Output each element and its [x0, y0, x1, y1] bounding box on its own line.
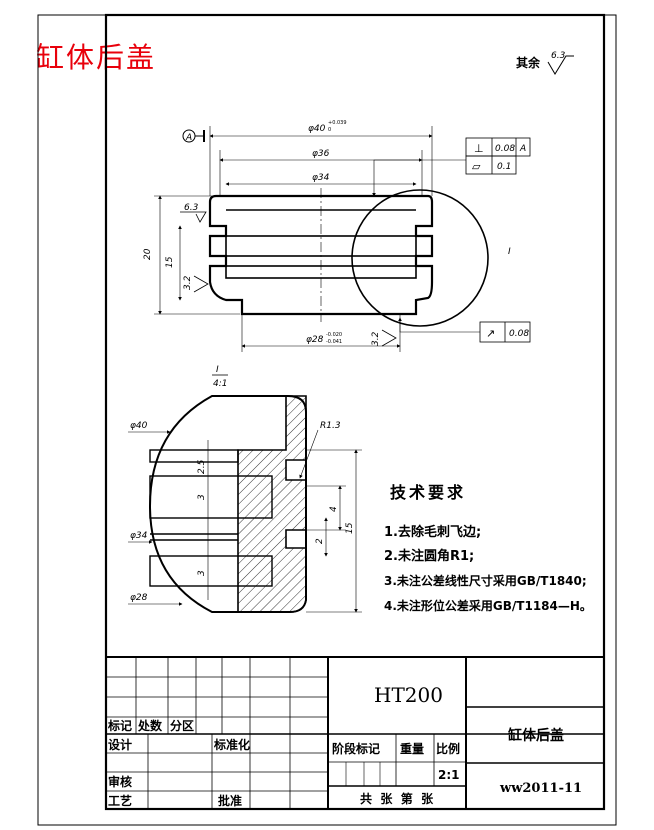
tol-frame-symbol: ↗ [486, 327, 495, 340]
detail-dim-d28: φ28 [130, 593, 148, 603]
detail-circle [351, 189, 489, 327]
rough-bottom-symbol [381, 329, 397, 347]
detail-dim-g25: 2.5 [197, 459, 207, 474]
dim-d28: φ28 [306, 335, 324, 345]
rough-top-value: 6.3 [184, 203, 199, 213]
detail-label: I [216, 365, 219, 375]
detail-scale: 4:1 [213, 379, 227, 389]
tolerance-frame-runout: ↗ 0.08 [479, 321, 531, 343]
tech-requirements: 技术要求 1.去除毛刺飞边; 2.未注圆角R1; 3.未注公差线性尺寸采用GB/… [384, 483, 592, 613]
detail-dim-g3b: 3 [197, 570, 207, 576]
tolerance-leader [372, 159, 466, 197]
detail-dim-h4: 4 [329, 506, 339, 512]
tol-frame-value: 0.1 [497, 162, 511, 172]
detail-dim-r13: R1.3 [320, 421, 341, 431]
tb-label-stage-mark: 阶段标记 [332, 741, 380, 756]
detail-dim-d34: φ34 [130, 531, 148, 541]
tb-drawing-no: ww2011-11 [499, 781, 582, 796]
section-outline [208, 194, 434, 316]
tolerance-frame-perpendicularity: ⊥ 0.08 A [465, 137, 531, 157]
tb-scale: 2:1 [438, 768, 460, 782]
datum-a-label: A [185, 133, 192, 143]
tech-requirement-item: 1.去除毛刺飞边; [384, 524, 481, 540]
tech-requirement-item: 2.未注圆角R1; [384, 548, 474, 564]
tech-requirements-heading: 技术要求 [390, 483, 466, 502]
dim-d28-tol-up: -0.020 [326, 332, 342, 338]
roughness-symbol [547, 55, 574, 75]
tb-label-weight: 重量 [400, 741, 424, 756]
rough-top-symbol [180, 211, 207, 223]
tb-label-zone: 分区 [170, 718, 194, 733]
detail-tooth [149, 555, 273, 587]
tolerance-frame-flatness: ▱ 0.1 [465, 155, 517, 175]
dim-d40: φ40 [308, 124, 326, 134]
tech-requirement-item: 3.未注公差线性尺寸采用GB/T1840; [384, 573, 587, 588]
dim-d34: φ34 [312, 173, 330, 183]
tol-frame-symbol: ⊥ [474, 142, 484, 155]
tb-label-process: 工艺 [108, 793, 132, 808]
tol-frame-symbol: ▱ [472, 160, 481, 173]
dim-d40-tol-lo: 0 [328, 127, 331, 133]
tb-label-approve: 批准 [218, 793, 242, 808]
tb-label-standardize: 标准化 [213, 737, 250, 752]
section-view: A φ40 +0.039 0 φ36 φ34 20 15 6. [143, 120, 531, 352]
detail-circle-label: I [508, 247, 511, 257]
tb-material: HT200 [374, 683, 443, 707]
dim-d28-tol-lo: -0.041 [326, 339, 342, 345]
detail-view: I 4:1 φ40 φ34 φ28 R1.3 2.5 3 3 15 [128, 365, 362, 613]
tb-label-design: 设计 [108, 737, 132, 752]
detail-dim-h15: 15 [345, 522, 355, 534]
rough-side-symbol [193, 275, 209, 293]
rough-bottom-value: 3.2 [371, 331, 381, 346]
roughness-note: 其余 [516, 55, 541, 70]
inner-border [104, 13, 606, 811]
detail-dim-line [299, 429, 319, 479]
tb-label-sheets: 共 张 第 张 [360, 791, 434, 806]
tol-frame-value: 0.08 [509, 329, 529, 339]
tol-frame-datum: A [519, 144, 526, 154]
tb-part-name: 缸体后盖 [508, 727, 564, 744]
detail-tooth [149, 475, 273, 519]
tb-label-ratio: 比例 [436, 741, 460, 756]
dim-h15: 15 [165, 256, 175, 268]
tb-label-count: 处数 [137, 718, 163, 733]
rough-side-value: 3.2 [183, 275, 193, 290]
tb-label-review: 审核 [108, 774, 132, 789]
detail-dim-h2: 2 [315, 538, 325, 544]
dim-d36: φ36 [312, 149, 330, 159]
tol-frame-value: 0.08 [495, 144, 515, 154]
tb-label-marks: 标记 [107, 718, 132, 733]
detail-tooth [149, 449, 239, 463]
dim-h20: 20 [143, 248, 153, 260]
dim-d40-tol-up: +0.039 [328, 120, 347, 126]
title-block: HT200 缸体后盖 ww2011-11 2:1 标记 处数 分区 设计 标准化… [105, 656, 605, 810]
tech-requirement-item: 4.未注形位公差采用GB/T1184—H。 [384, 598, 592, 613]
detail-dim-g3a: 3 [197, 494, 207, 500]
detail-dim-d40: φ40 [130, 421, 148, 431]
drawing-title-red: 缸体后盖 [36, 41, 157, 74]
roughness-default-value: 6.3 [551, 51, 566, 61]
